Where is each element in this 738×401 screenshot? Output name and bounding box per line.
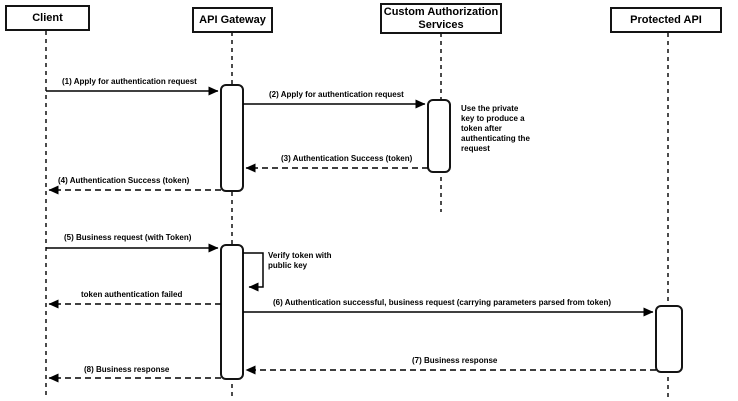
participant-api-gateway: API Gateway	[192, 7, 273, 33]
participant-client-label: Client	[32, 11, 63, 24]
protected-api-activation	[655, 305, 683, 373]
message-6-label: (6) Authentication successful, business …	[273, 298, 612, 307]
participant-api-gateway-label: API Gateway	[199, 13, 266, 26]
participant-custom-authorization-services-label: Custom Authorization Services	[383, 5, 499, 31]
message-4-label: (4) Authentication Success (token)	[58, 176, 190, 185]
verify-token-self-message-label: Verify token with public key	[268, 251, 332, 270]
custom-authorization-activation	[427, 99, 451, 173]
message-3-label: (3) Authentication Success (token)	[281, 154, 413, 163]
private-key-note: Use the private key to produce a token a…	[461, 104, 530, 153]
message-1-label: (1) Apply for authentication request	[62, 77, 197, 86]
participant-protected-api-label: Protected API	[630, 13, 702, 26]
message-5-label: (5) Business request (with Token)	[64, 233, 192, 242]
message-8-label: (8) Business response	[84, 365, 170, 374]
token-failed-label: token authentication failed	[81, 290, 183, 299]
verify-token-self-message-arrow	[243, 252, 264, 292]
message-2-label: (2) Apply for authentication request	[269, 90, 404, 99]
participant-client: Client	[5, 5, 90, 31]
api-gateway-activation-business	[220, 244, 244, 380]
api-gateway-activation-auth	[220, 84, 244, 192]
message-7-label: (7) Business response	[412, 356, 498, 365]
participant-protected-api: Protected API	[610, 7, 722, 33]
participant-custom-authorization-services: Custom Authorization Services	[380, 3, 502, 34]
